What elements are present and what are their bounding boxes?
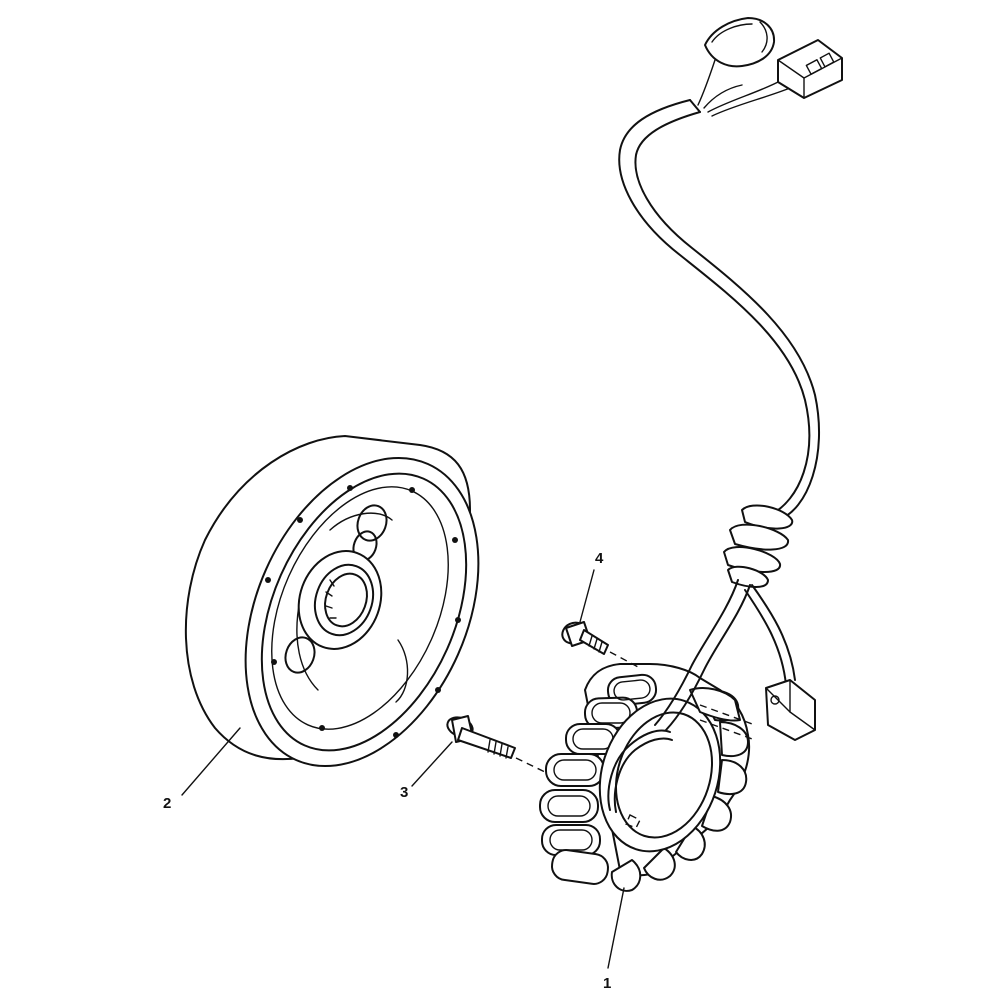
wire-harness	[618, 17, 843, 741]
callout-2: 2	[163, 795, 171, 812]
stator-assembly	[539, 663, 756, 892]
leader-line-2	[181, 727, 241, 796]
leader-line-4	[579, 569, 595, 623]
leader-lines	[181, 569, 625, 969]
round-coupler	[704, 17, 776, 68]
callout-4: 4	[595, 550, 604, 567]
leader-line-3	[411, 741, 453, 787]
bolt-short	[561, 621, 641, 669]
callout-labels: 1 2 3 4	[163, 550, 611, 992]
bolt-long	[446, 715, 546, 773]
leader-line-1	[607, 887, 625, 969]
callout-3: 3	[400, 784, 408, 801]
rotor-hole-top	[356, 504, 388, 542]
stator-core	[598, 697, 722, 853]
rim-rivets	[265, 485, 461, 738]
callout-1: 1	[603, 975, 611, 992]
flywheel-rotor	[184, 435, 480, 768]
stator-coil	[539, 789, 599, 823]
rotor-hole-bottom	[284, 636, 316, 674]
stator-coil	[550, 849, 610, 885]
